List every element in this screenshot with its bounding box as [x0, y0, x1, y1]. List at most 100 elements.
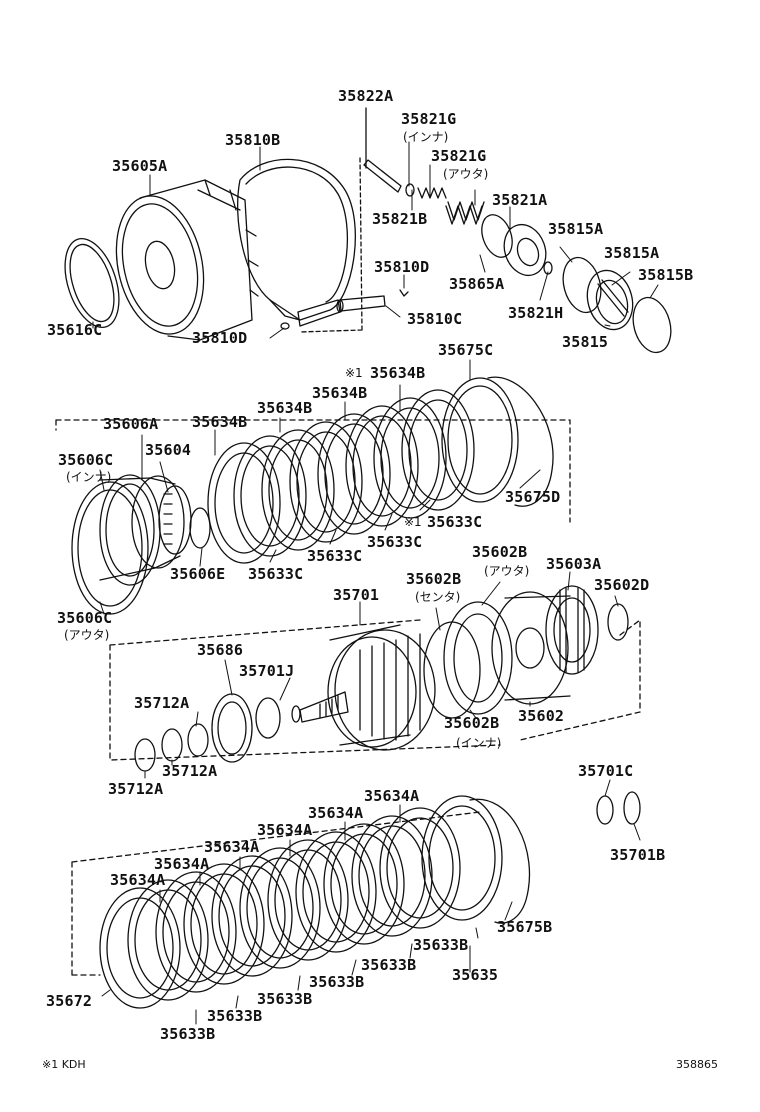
- clutch-discs-b: [207, 377, 519, 564]
- part-label-35865a: 35865A: [449, 275, 505, 293]
- snap-ring-35616c: [64, 237, 120, 329]
- part-label-35810b: 35810B: [225, 131, 281, 149]
- part-label-35701b: 35701B: [610, 846, 666, 864]
- part-label-35602b-inner: 35602B: [444, 714, 500, 732]
- part-label-35634a-1: 35634A: [364, 787, 420, 805]
- leader-lines-center: [144, 571, 619, 779]
- washer-35701c: [596, 795, 614, 825]
- pin-35810c: [336, 295, 386, 313]
- part-label-35633b-2: 35633B: [361, 956, 417, 974]
- part-label-35634b-kdh: 35634B: [370, 364, 426, 382]
- brake-band-35810b: [237, 158, 356, 321]
- part-label-35701c: 35701C: [578, 762, 634, 780]
- part-label-35821b: 35821B: [372, 210, 428, 228]
- part-label-35633c-b: 35633C: [307, 547, 363, 565]
- clutch-discs-a: [99, 795, 503, 1009]
- spring-retainer-35604: [158, 485, 192, 555]
- part-label-35634a-6: 35634A: [110, 871, 166, 889]
- snap-ring-35815b: [632, 296, 672, 354]
- part-label-35634b-c: 35634B: [192, 413, 248, 431]
- e-ring-35810d-upper: [399, 289, 409, 297]
- part-label-35810d-2: 35810D: [192, 329, 248, 347]
- part-label-35633b-3: 35633B: [309, 973, 365, 991]
- seal-ring-35712a-1: [134, 738, 156, 772]
- part-label-35815a-2: 35815A: [604, 244, 660, 262]
- thrust-washer-35701j: [255, 697, 281, 739]
- dashed-frame-a: [71, 811, 481, 976]
- part-label-35815: 35815: [562, 333, 609, 351]
- part-label-35633b-6: 35633B: [160, 1025, 216, 1043]
- spring-35821g-inner: [405, 183, 447, 199]
- part-label-35635: 35635: [452, 966, 499, 984]
- part-label-35602b-center: 35602B: [406, 570, 462, 588]
- part-label-35605a: 35605A: [112, 157, 168, 175]
- leader-lines-right: [604, 779, 641, 841]
- part-note-inner-3: (インナ): [456, 736, 502, 750]
- part-label-35634b-b: 35634B: [257, 399, 313, 417]
- part-note-outer: (アウタ): [443, 167, 489, 181]
- kdh-mark-1: ※1: [345, 366, 363, 380]
- part-label-35701j: 35701J: [239, 662, 295, 680]
- kdh-mark-2: ※1: [404, 515, 422, 529]
- footnote-kdh: ※1 KDH: [42, 1058, 86, 1071]
- snap-ring-35821h: [543, 261, 553, 275]
- part-note-inner-2: (インナ): [66, 470, 112, 484]
- seal-ring-35712a-3: [187, 723, 209, 757]
- e-ring-35810d-lower: [280, 322, 290, 330]
- bushing-35701j-seal: [291, 705, 301, 723]
- part-label-35606e: 35606E: [170, 565, 226, 583]
- illustration-code: 358865: [676, 1058, 718, 1071]
- leader-lines-mid: [99, 359, 541, 615]
- clutch-hub-35602: [491, 591, 571, 705]
- part-label-35634a-4: 35634A: [204, 838, 260, 856]
- part-label-35606a: 35606A: [103, 415, 159, 433]
- part-label-35686: 35686: [197, 641, 244, 659]
- part-label-35606c-outer: 35606C: [57, 609, 113, 627]
- part-label-35821g-outer: 35821G: [431, 147, 487, 165]
- leader-lines-top: [92, 141, 659, 339]
- part-label-35822a: 35822A: [338, 87, 394, 105]
- dashed-frame-b: [55, 419, 571, 523]
- part-note-inner: (インナ): [403, 130, 449, 144]
- part-label-35810c: 35810C: [407, 310, 463, 328]
- bearing-35686: [211, 693, 253, 763]
- part-label-35634a-2: 35634A: [308, 804, 364, 822]
- part-label-35712a-1: 35712A: [134, 694, 190, 712]
- part-label-35634a-5: 35634A: [154, 855, 210, 873]
- part-label-35606c-inner: 35606C: [58, 451, 114, 469]
- dashed-frame-c: [109, 619, 641, 761]
- snap-ring-35606e: [189, 507, 211, 549]
- part-label-35602b-outer: 35602B: [472, 543, 528, 561]
- snap-ring-35675b: [469, 798, 531, 924]
- snap-ring-35675d: [487, 376, 554, 507]
- part-label-35633b-4: 35633B: [257, 990, 313, 1008]
- washer-35701b: [623, 791, 641, 825]
- servo-cover-35815: [562, 256, 634, 331]
- seal-35606c-outer: [71, 481, 149, 615]
- thrust-bearings-35602b: [423, 601, 513, 719]
- snap-ring-35602d: [607, 603, 629, 641]
- part-label-35701: 35701: [333, 586, 380, 604]
- part-label-35672: 35672: [46, 992, 93, 1010]
- part-label-35634a-3: 35634A: [257, 821, 313, 839]
- clutch-hub-35603a: [545, 585, 599, 675]
- part-label-35603a: 35603A: [546, 555, 602, 573]
- seal-ring-35712a-2: [161, 728, 183, 762]
- part-label-35712a-3: 35712A: [108, 780, 164, 798]
- drum-35605a: [115, 179, 259, 341]
- spring-35821g-outer: [445, 201, 485, 225]
- part-label-35633b-1: 35633B: [413, 936, 469, 954]
- part-label-35634b-a: 35634B: [312, 384, 368, 402]
- part-note-center: (センタ): [415, 590, 461, 604]
- part-label-35602: 35602: [518, 707, 565, 725]
- part-label-35675b: 35675B: [497, 918, 553, 936]
- part-label-35810d-1: 35810D: [374, 258, 430, 276]
- part-label-35821g-inner: 35821G: [401, 110, 457, 128]
- part-label-35675c: 35675C: [438, 341, 494, 359]
- part-label-35633c-a: 35633C: [367, 533, 423, 551]
- part-label-35712a-2: 35712A: [162, 762, 218, 780]
- piston-35821a: [481, 214, 547, 277]
- part-label-35815b: 35815B: [638, 266, 694, 284]
